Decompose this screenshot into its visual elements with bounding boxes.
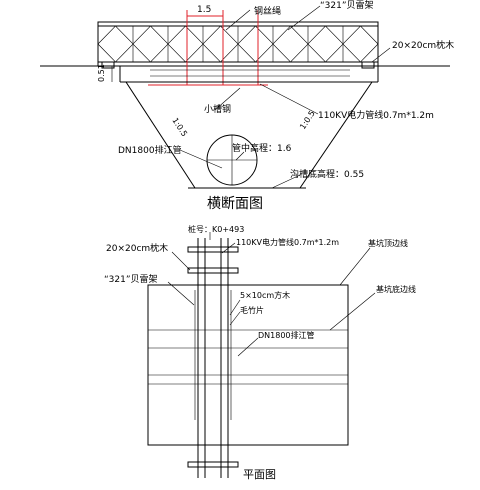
plan-view: 桩号：K0+493 110KV电力管线0.7m*1.2m 20×20cm枕木 “… (104, 224, 416, 481)
square-timber-label: 5×10cm方木 (240, 290, 290, 300)
slope-left: 1:0.5 (170, 116, 189, 138)
plan-sleepers (187, 246, 239, 468)
plan-title: 平面图 (243, 468, 276, 481)
trench-outline (119, 66, 379, 189)
sleeper-block-right (361, 61, 375, 69)
plan-pipe-label: DN1800排江管 (258, 330, 315, 340)
plan-leaders (167, 242, 376, 357)
height-dimension: 0.51 (97, 64, 106, 82)
pit-top-label: 基坑顶边线 (368, 238, 408, 248)
pipe-elevation-label: 管中高程：1.6 (232, 142, 292, 154)
channel-label: 小槽钢 (204, 103, 231, 115)
trench-elevation-label: 沟槽底高程：0.55 (290, 168, 364, 180)
plan-power-line-label: 110KV电力管线0.7m*1.2m (236, 237, 339, 247)
bailey-truss (97, 21, 379, 67)
pit-bottom-label: 基坑底边线 (376, 284, 416, 294)
plan-sleeper-label: 20×20cm枕木 (106, 242, 168, 254)
plan-vertical-strips (197, 238, 229, 478)
cross-section-leaders (179, 5, 391, 189)
power-line-label: 110KV电力管线0.7m*1.2m (318, 109, 434, 121)
cross-section-title: 横断面图 (207, 196, 263, 212)
sleeper-label: 20×20cm枕木 (392, 39, 454, 51)
sleeper-block-left (101, 61, 115, 69)
bailey-label: “321”贝雷架 (320, 0, 374, 11)
pit-outline (147, 284, 349, 446)
wire-rope-label: 钢丝绳 (254, 5, 281, 17)
spacing-dimension: 1.5 (197, 5, 211, 15)
slope-right: 1:0.5 (298, 109, 317, 131)
bamboo-label: 毛竹片 (240, 305, 264, 315)
wire-rope-lines (148, 10, 268, 86)
plan-pipe-lines (148, 329, 348, 385)
cross-section-view: 1.5 0.51 1:0.5 1:0.5 (40, 0, 454, 212)
pipe-label: DN1800排江管 (118, 144, 182, 156)
station-label: 桩号：K0+493 (188, 224, 244, 234)
plan-bailey-label: “321”贝雷架 (104, 274, 158, 285)
